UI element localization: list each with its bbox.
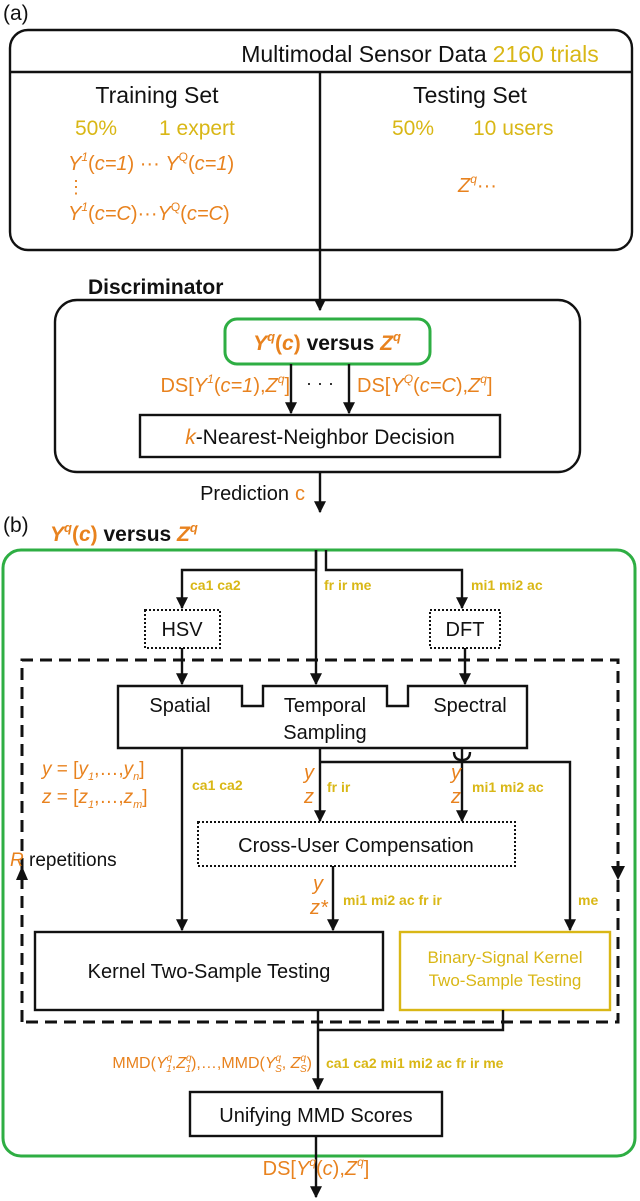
crossover-hop	[452, 751, 472, 762]
spectral-label: Spectral	[433, 695, 506, 717]
dft-label: DFT	[446, 619, 485, 641]
y-vector: y = [y1,…,yn]	[40, 759, 145, 783]
ds-right: DS[YQ(c=C),Zq]	[357, 372, 493, 397]
sampling-box	[116, 684, 529, 750]
training-set-title: Training Set	[95, 82, 219, 108]
repetitions-label: R repetitions	[10, 850, 117, 871]
repetition-up-arrowhead	[16, 866, 28, 880]
compensated-y-label: y	[311, 873, 324, 895]
knn-box	[138, 413, 502, 459]
training-row-1: Y1(c=1) ··· YQ(c=1)	[68, 150, 234, 175]
discriminator-title: Discriminator	[88, 276, 223, 299]
z-vector: z = [z1,…,zm]	[41, 787, 148, 811]
spatial-label: Spatial	[149, 695, 210, 717]
ds-left: DS[Y1(c=1),Zq]	[160, 372, 290, 397]
repetition-down-arrowhead	[611, 866, 625, 880]
training-expert: 1 expert	[159, 117, 235, 140]
me-to-binary-arrow	[320, 760, 576, 932]
repetition-loop	[20, 658, 620, 1024]
compensated-z-label: z*	[309, 897, 329, 919]
testing-percent: 50%	[392, 117, 434, 140]
temporal-z-label: z	[303, 786, 314, 808]
panel-b-label: (b)	[3, 514, 29, 537]
dft-modalities-tag: mi1 mi2 ac	[471, 577, 543, 593]
spatial-modalities-tag: ca1 ca2	[192, 777, 243, 793]
binary-test-box	[398, 930, 612, 1012]
training-row-2: Y1(c=C)···YQ(c=C)	[68, 200, 230, 225]
kernel-test-label: Kernel Two-Sample Testing	[88, 961, 331, 983]
input-to-dft-arrow	[324, 550, 468, 610]
unify-label: Unifying MMD Scores	[219, 1105, 412, 1127]
binary-test-line-1: Binary-Signal Kernel	[428, 948, 583, 967]
sampling-label: Sampling	[283, 722, 366, 744]
hsv-box	[144, 609, 221, 649]
panel-a-label: (a)	[3, 2, 29, 25]
me-modality-tag: me	[578, 892, 598, 908]
versus-box	[223, 317, 432, 366]
hsv-modalities-tag: ca1 ca2	[190, 577, 241, 593]
mmd-modalities-tag: ca1 ca2 mi1 mi2 ac fr ir me	[326, 1055, 504, 1071]
discriminator-box	[53, 298, 582, 474]
compensation-box	[197, 821, 516, 867]
ds-output-label: DS[Yq(c),Zq]	[263, 1155, 370, 1180]
binary-test-line-2: Two-Sample Testing	[429, 971, 582, 990]
testing-z: Zq···	[457, 172, 497, 197]
compensation-label: Cross-User Compensation	[238, 835, 474, 857]
spectral-y-label: y	[449, 762, 462, 784]
spectral-z-label: z	[450, 786, 461, 808]
temporal-modalities-tag-2: fr ir	[327, 779, 351, 795]
testing-set-title: Testing Set	[413, 82, 527, 108]
binary-merge-line	[318, 1010, 505, 1032]
testing-users: 10 users	[473, 117, 554, 140]
training-vdots: ⋮	[67, 177, 85, 197]
ds-dots: · · ·	[306, 373, 334, 393]
panel-b-title: Yq(c) versus Zq	[50, 520, 198, 546]
temporal-modalities-tag: fr ir me	[324, 577, 372, 593]
hsv-label: HSV	[161, 619, 203, 641]
pipeline-box	[1, 548, 637, 1158]
training-percent: 50%	[75, 117, 117, 140]
kernel-test-box	[33, 930, 385, 1012]
dft-box	[429, 609, 501, 649]
versus-label: Yq(c) versus Zq	[253, 329, 401, 355]
temporal-label: Temporal	[284, 695, 366, 717]
knn-label: k-Nearest-Neighbor Decision	[185, 426, 455, 449]
compensation-modalities-tag: mi1 mi2 ac fr ir	[343, 892, 442, 908]
spectral-modalities-tag: mi1 mi2 ac	[472, 779, 544, 795]
temporal-y-label: y	[302, 762, 315, 784]
